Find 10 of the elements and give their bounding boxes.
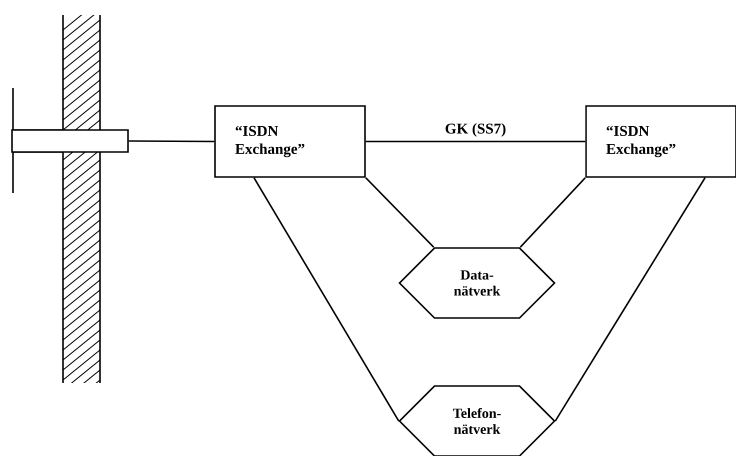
connector-line [365, 177, 434, 248]
exchange-box: “ISDN Exchange” [214, 105, 366, 178]
connector-line [128, 140, 214, 142]
exchange-box: “ISDN Exchange” [585, 105, 736, 178]
plug-drawing [11, 129, 129, 153]
edge-label: GK (SS7) [444, 122, 508, 138]
connector-line [366, 140, 586, 142]
connector-line [520, 177, 586, 248]
connector-line [554, 177, 706, 422]
connector-line [253, 177, 400, 422]
